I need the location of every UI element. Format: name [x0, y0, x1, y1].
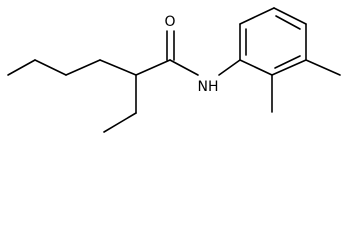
ring-bond-4	[273, 7, 307, 25]
bond-n-to-ring	[218, 59, 241, 76]
ring-bond-5	[239, 7, 275, 25]
bond-chain-2	[34, 59, 67, 76]
ring-bond-2	[271, 59, 307, 76]
structure-drawing: O NH	[7, 7, 341, 133]
bond-ethyl-2	[103, 112, 137, 133]
ring-inner-double-1	[274, 55, 301, 69]
bond-chain-1	[7, 59, 36, 76]
bond-alpha-to-carbonyl	[135, 59, 171, 76]
oxygen-atom-label: O	[164, 14, 175, 30]
bond-chain-4	[99, 59, 137, 76]
bond-carbonyl-to-n	[169, 59, 199, 76]
bond-chain-3	[65, 59, 101, 76]
ring-bond-1	[239, 59, 273, 76]
amide-nitrogen-label: NH	[198, 79, 219, 95]
chemical-structure-canvas: O NH	[7, 7, 341, 133]
methyl-bond-2	[305, 59, 341, 76]
ring-inner-double-2	[275, 15, 301, 30]
